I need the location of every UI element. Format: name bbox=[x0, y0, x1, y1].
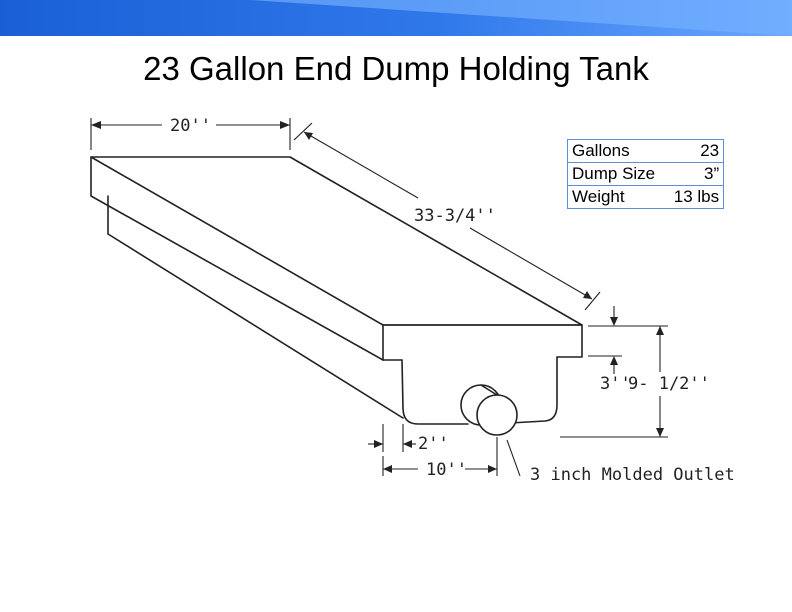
specs-row-gallons: Gallons 23 bbox=[567, 139, 725, 163]
tank-top-face bbox=[90, 156, 583, 326]
outlet-label: 3 inch Molded Outlet bbox=[530, 465, 735, 485]
specs-row-dump-size: Dump Size 3” bbox=[567, 162, 725, 186]
page-title: 23 Gallon End Dump Holding Tank bbox=[143, 50, 649, 87]
specs-table: Gallons 23 Dump Size 3” Weight 13 lbs bbox=[567, 139, 725, 209]
tank-flange-left bbox=[90, 156, 384, 361]
specs-label: Dump Size bbox=[567, 162, 664, 186]
specs-label: Weight bbox=[567, 185, 664, 209]
specs-label: Gallons bbox=[567, 139, 664, 163]
tank-body-front bbox=[401, 356, 558, 425]
dimension-flange-height-label: 3'' bbox=[600, 374, 631, 394]
tank-body-side bbox=[107, 195, 404, 419]
dimension-width-label: 20'' bbox=[170, 116, 211, 136]
dimension-outlet-offset-label: 10'' bbox=[426, 460, 467, 480]
dimension-total-height-label: 9- 1/2'' bbox=[628, 374, 710, 394]
specs-row-weight: Weight 13 lbs bbox=[567, 185, 725, 209]
header-banner bbox=[0, 0, 792, 36]
specs-value: 23 bbox=[663, 139, 725, 163]
outlet-pipe bbox=[460, 384, 518, 436]
tank-flange-front bbox=[382, 324, 583, 361]
specs-value: 3” bbox=[663, 162, 725, 186]
dimension-length-label: 33-3/4'' bbox=[414, 206, 496, 226]
dimension-lower-offset-label: 2'' bbox=[418, 434, 449, 454]
specs-value: 13 lbs bbox=[663, 185, 725, 209]
